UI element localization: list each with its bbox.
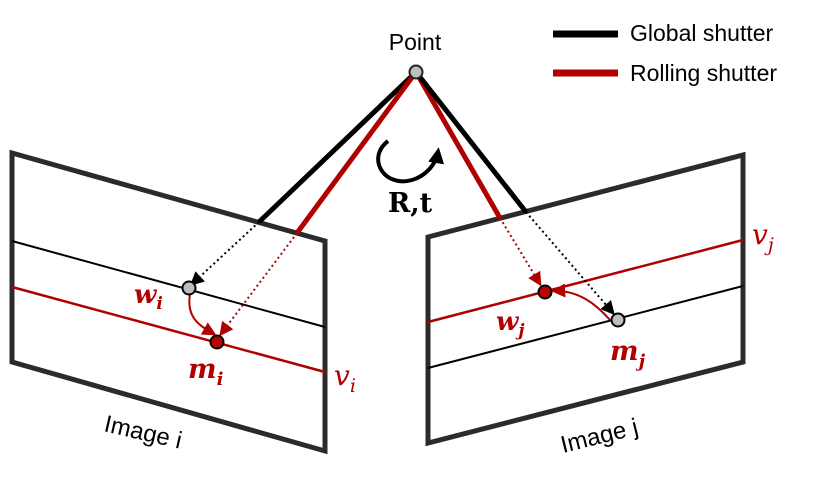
image-j-w-symbol: w — [496, 307, 520, 337]
image-i-w-label: wi — [134, 280, 163, 314]
image-j-v-label: vj — [752, 218, 774, 256]
image-i-correction-arrow — [188, 293, 217, 336]
image-i-w-symbol: w — [134, 280, 158, 310]
ray-rolling-j-dotted — [499, 217, 542, 287]
image-i-v-label: vi — [334, 359, 356, 397]
image-j-caption: Image j — [558, 414, 641, 459]
image-i-caption: Image i — [102, 411, 185, 455]
image-i-m-subscript: i — [217, 369, 224, 390]
image-i-global-scanline — [11, 240, 326, 328]
image-i-m-symbol: m — [188, 354, 217, 385]
image-j-w-subscript: j — [515, 321, 525, 341]
image-i-rolling-point — [209, 334, 225, 350]
image-j-global-scanline — [427, 285, 744, 369]
legend-global-label: Global shutter — [630, 20, 774, 46]
image-j-m-subscript: j — [636, 351, 646, 372]
image-i-m-label: mi — [188, 354, 224, 390]
ray-rolling-i-dotted — [219, 232, 298, 337]
image-j-correction-arrow — [551, 283, 611, 321]
legend-rolling-label: Rolling shutter — [630, 60, 777, 86]
image-j-m-symbol: m — [610, 336, 639, 367]
image-j-m-label: mj — [610, 336, 646, 372]
ray-rolling-i — [294, 70, 419, 235]
image-i-w-subscript: i — [156, 294, 162, 314]
image-j-frame — [425, 151, 746, 447]
world-point — [408, 64, 424, 80]
ray-global-j — [414, 70, 528, 214]
image-j-w-label: wj — [496, 307, 525, 341]
image-i-rolling-scanline — [11, 285, 326, 374]
image-j-v-subscript: j — [764, 234, 774, 256]
point-label: Point — [389, 29, 442, 55]
image-j-v-symbol: v — [752, 218, 768, 251]
image-i-v-symbol: v — [334, 359, 350, 392]
image-i-frame — [9, 149, 328, 455]
motion-label: R,t — [388, 188, 433, 219]
projection-rays — [189, 70, 615, 337]
ray-global-i — [257, 70, 418, 224]
image-i-v-subscript: i — [350, 375, 356, 397]
ray-global-j-dotted — [525, 211, 615, 316]
rotation-arrow-icon — [376, 139, 445, 184]
image-plane-i — [9, 149, 328, 455]
ray-global-i-dotted — [189, 221, 260, 286]
image-j-global-point — [610, 312, 626, 328]
image-i-global-point — [181, 280, 197, 296]
ray-rolling-j — [413, 70, 503, 220]
legend: Global shutter Rolling shutter — [553, 20, 777, 86]
image-j-rolling-point — [537, 284, 553, 300]
